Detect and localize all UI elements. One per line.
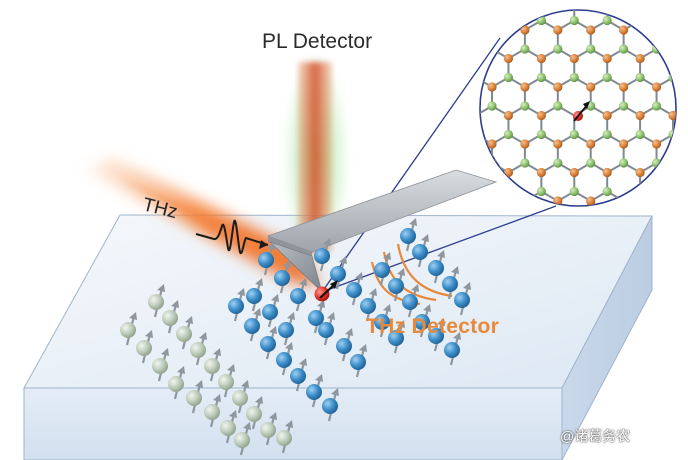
spin-arrow-icon	[176, 316, 193, 350]
thz-label: THz	[140, 194, 180, 224]
spin-arrow-icon	[120, 312, 137, 346]
spin-arrow-icon	[186, 380, 203, 414]
spin-arrow-icon	[278, 312, 295, 346]
spin-arrow-icon	[308, 300, 325, 334]
spin-arrow-icon	[330, 256, 347, 290]
spin-arrow-icon	[234, 422, 251, 456]
afm-cantilever	[266, 169, 498, 293]
spin-arrow-icon	[454, 282, 471, 316]
spin-arrow-icon	[400, 218, 417, 252]
spin-arrow-icon	[388, 320, 405, 354]
spin-arrow-icon	[260, 412, 277, 446]
spin-arrow-icon	[290, 358, 307, 392]
spin-arrow-icon	[152, 348, 169, 382]
spin-arrow-icon	[244, 308, 261, 342]
spin-arrow-icon	[168, 366, 185, 400]
afm-tip	[269, 241, 323, 293]
spin-arrow-icon	[276, 420, 293, 454]
spin-array	[120, 218, 471, 456]
thz-pulse-wave-icon	[195, 219, 269, 255]
sample-slab	[23, 214, 653, 460]
spin-arrow-icon	[444, 332, 461, 366]
pl-detector-label: PL Detector	[262, 30, 373, 53]
spin-arrow-icon	[274, 260, 291, 294]
slab-right-face	[561, 215, 653, 460]
spin-arrow-icon	[442, 266, 459, 300]
spin-arrow-icon	[428, 318, 445, 352]
spin-arrow-icon	[402, 284, 419, 318]
watermark: @诸葛务农	[560, 428, 631, 444]
spin-arrow-icon	[336, 328, 353, 362]
spin-arrow-icon	[190, 332, 207, 366]
spin-arrow-icon	[314, 238, 331, 272]
spin-arrow-icon	[232, 380, 249, 414]
spin-arrow-icon	[258, 242, 275, 276]
spin-arrow-icon	[260, 326, 277, 360]
spin-arrow-icon	[246, 396, 263, 430]
spin-arrow-icon	[414, 304, 431, 338]
spin-arrow-icon	[246, 278, 263, 312]
spin-arrow-icon	[220, 410, 237, 444]
spin-arrow-icon	[306, 374, 323, 408]
spin-arrow-icon	[262, 294, 279, 328]
slab-front-face	[23, 387, 563, 460]
spin-arrow-icon	[218, 364, 235, 398]
spin-arrow-icon	[374, 304, 391, 338]
spin-arrow-icon	[360, 288, 377, 322]
spin-arrow-icon	[412, 234, 429, 268]
spin-arrow-icon	[290, 278, 307, 312]
spin-arrow-icon	[388, 268, 405, 302]
spin-arrow-icon	[204, 394, 221, 428]
spin-arrow-icon	[350, 344, 367, 378]
thz-detector-label: THz Detector	[366, 315, 500, 338]
spin-arrow-icon	[276, 342, 293, 376]
defect-spin	[314, 280, 338, 302]
spin-arrow-icon	[148, 284, 165, 318]
spin-arrow-icon	[318, 312, 335, 346]
spin-arrow-icon	[374, 252, 391, 286]
spin-arrow-icon	[204, 348, 221, 382]
spin-arrow-icon	[162, 300, 179, 334]
spin-arrow-icon	[322, 388, 339, 422]
spin-arrow-icon	[428, 250, 445, 284]
spin-arrow-icon	[346, 272, 363, 306]
spin-arrow-icon	[228, 288, 245, 322]
spin-arrow-icon	[136, 330, 153, 364]
